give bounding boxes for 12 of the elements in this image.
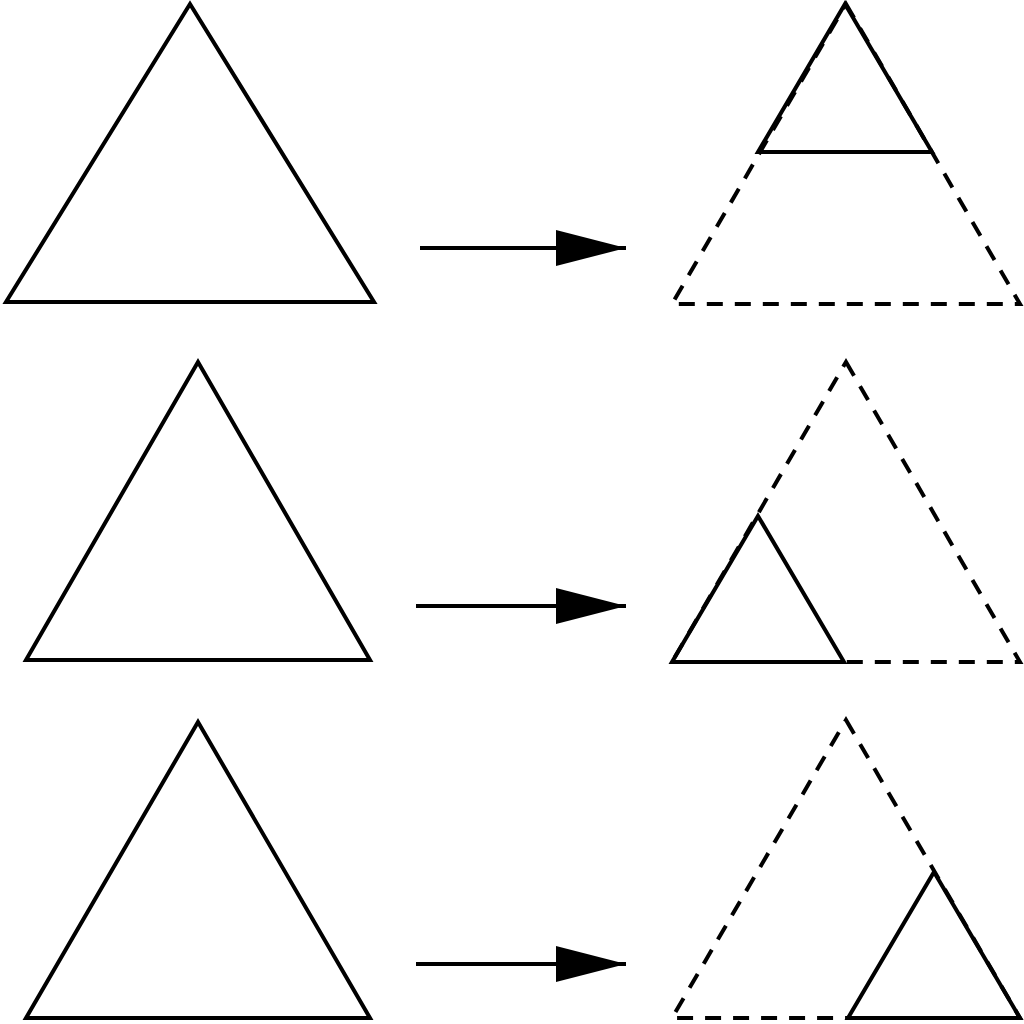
dashed-triangle [670, 360, 1022, 664]
dashed-triangle [670, 2, 1022, 306]
arrow [416, 588, 626, 624]
triangle [4, 2, 376, 304]
arrow [420, 230, 626, 266]
triangle [756, 2, 934, 154]
triangle [670, 514, 846, 664]
triangle [24, 360, 372, 662]
triangle [24, 720, 372, 1020]
triangle [846, 870, 1022, 1020]
arrow [416, 946, 626, 982]
dashed-triangle [670, 718, 1022, 1020]
